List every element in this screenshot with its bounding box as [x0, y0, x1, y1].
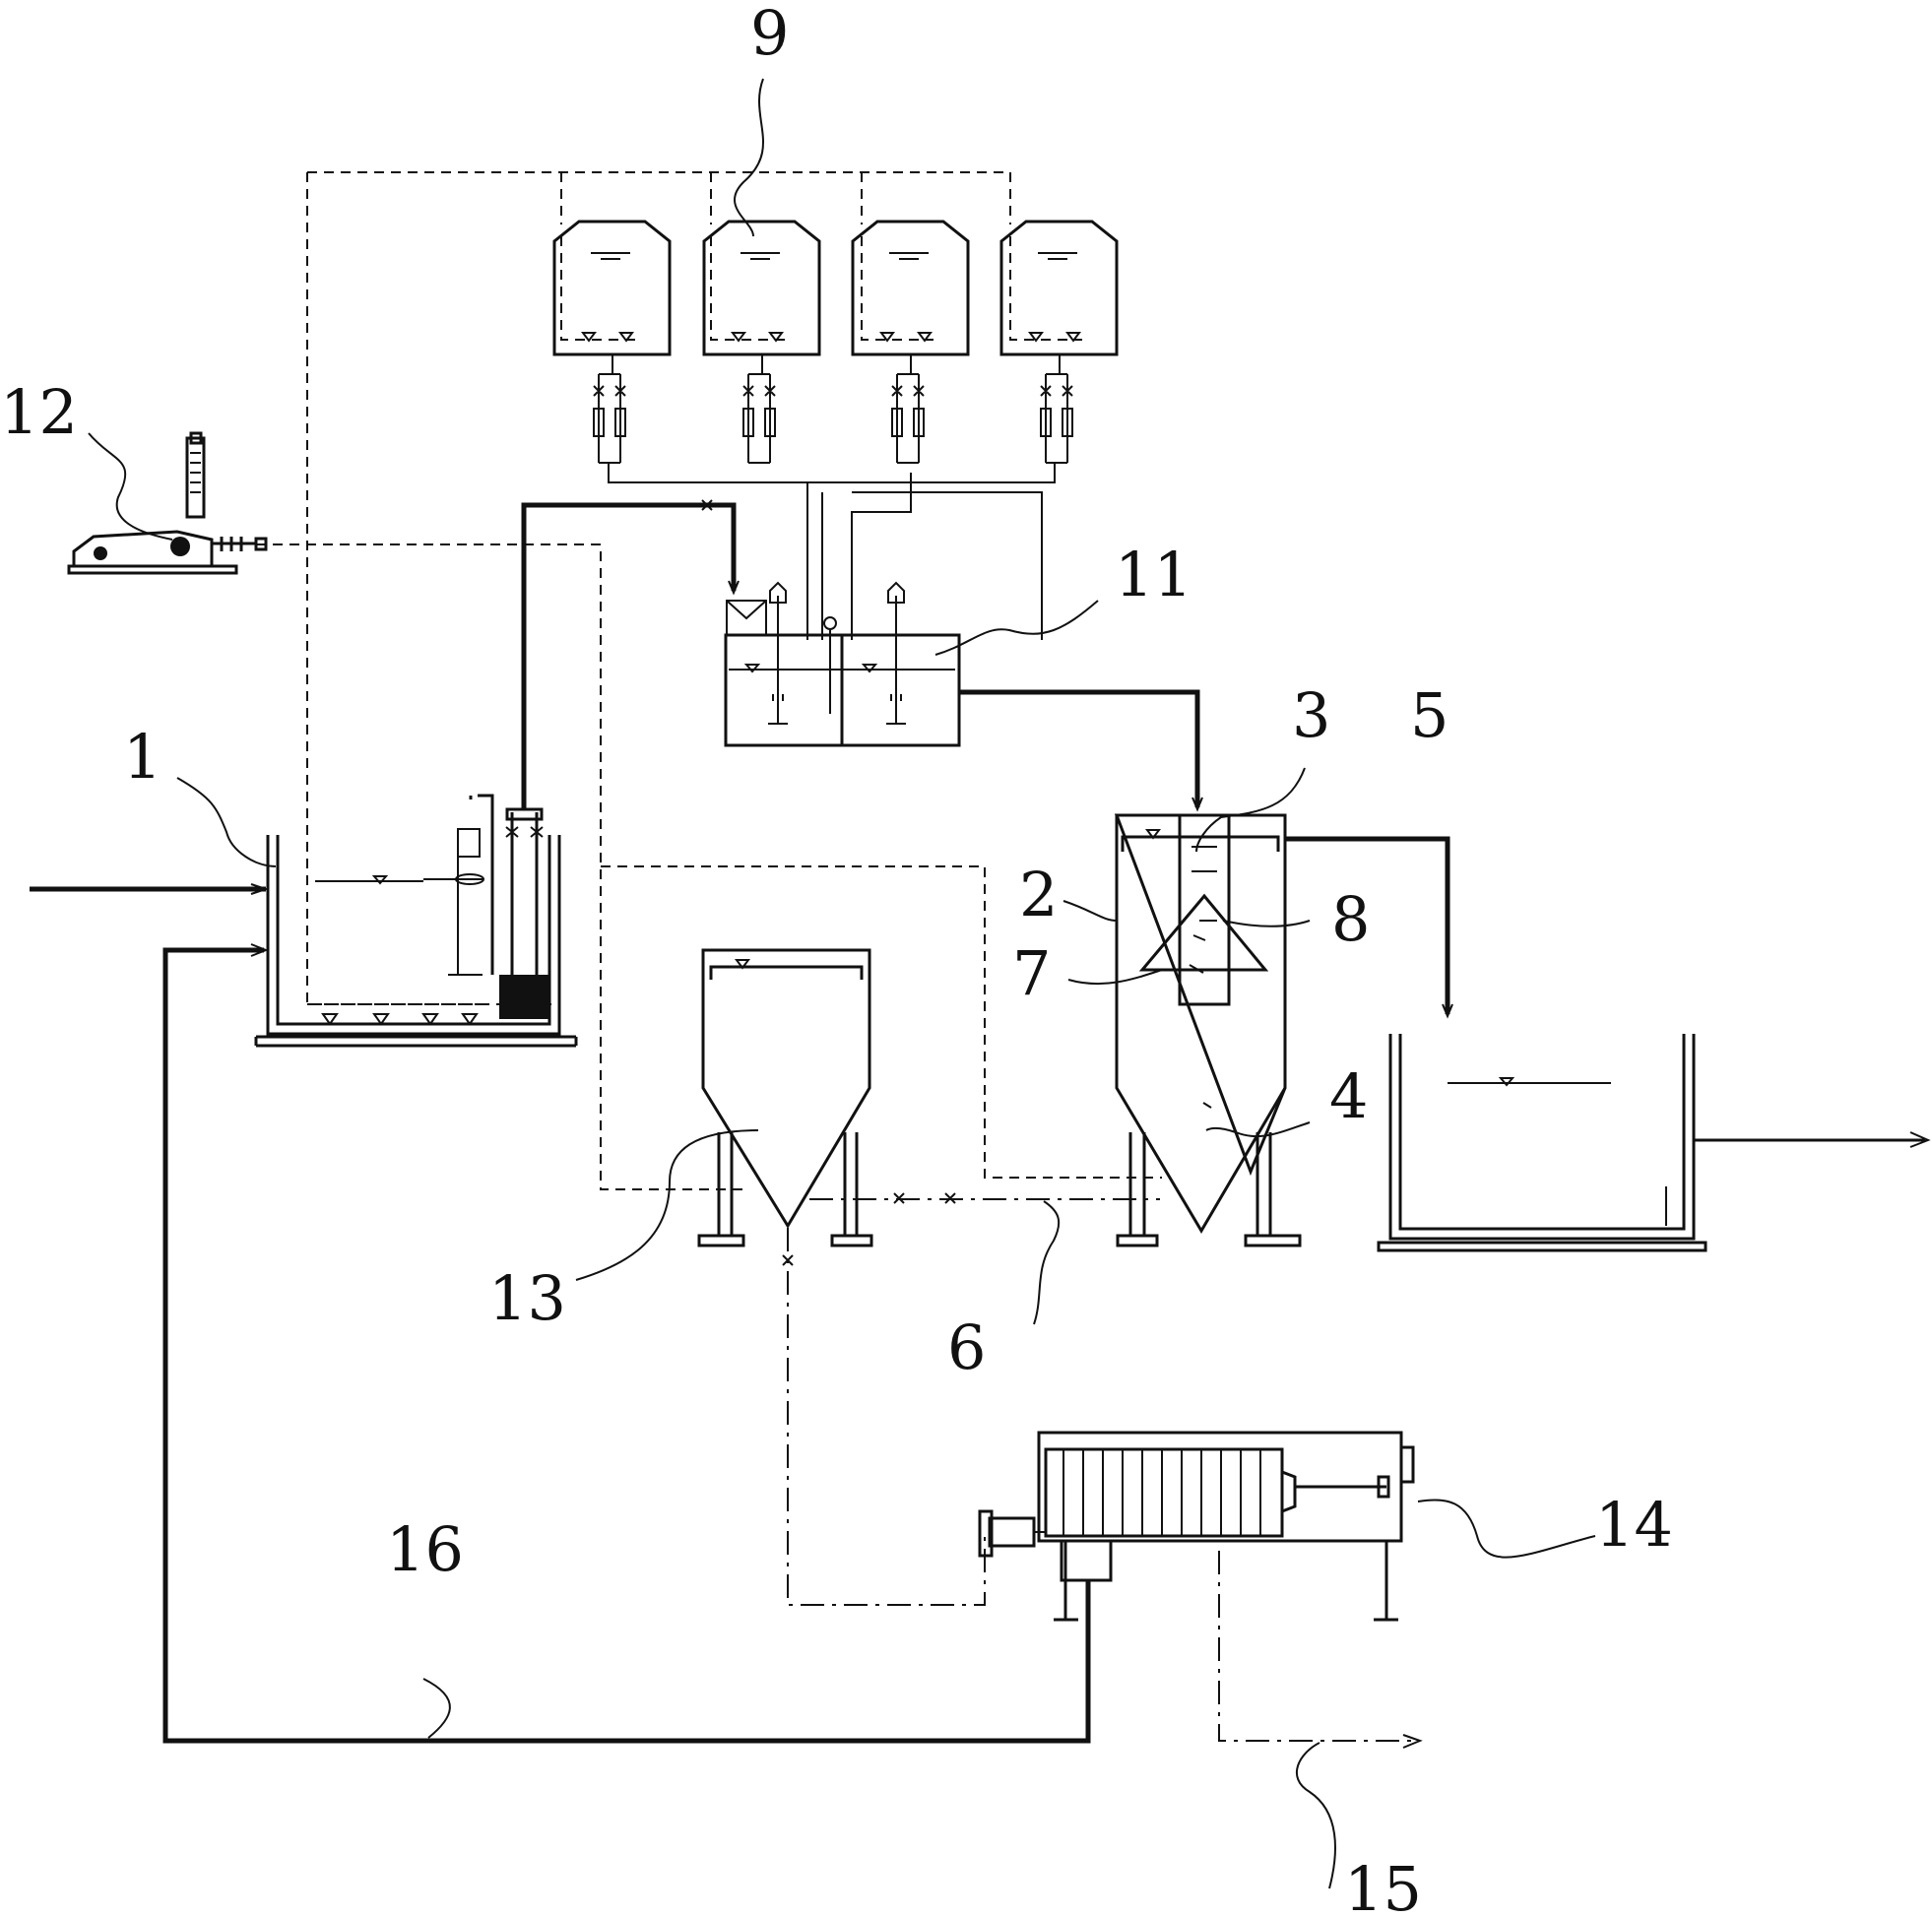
- label-7: 7: [1012, 937, 1051, 1009]
- submersible-pump-2: [524, 975, 548, 1019]
- air-supply-lines: [256, 171, 1162, 1190]
- label-5: 5: [1410, 679, 1449, 751]
- label-11: 11: [1115, 539, 1192, 610]
- chemical-tank-3: [851, 220, 970, 356]
- clarifier: [1114, 813, 1302, 1247]
- label-4: 4: [1329, 1060, 1368, 1132]
- label-3: 3: [1292, 679, 1330, 751]
- label-8: 8: [1331, 883, 1370, 955]
- sludge-pipe: [782, 1192, 1160, 1606]
- label-2: 2: [1019, 859, 1058, 930]
- filtrate-pipe: [1218, 1551, 1418, 1742]
- label-12: 12: [0, 376, 78, 448]
- submersible-pump-1: [499, 975, 524, 1019]
- sludge-thickener: [697, 948, 873, 1247]
- dosing-pumps: [593, 354, 1073, 640]
- chemical-tank-4: [999, 220, 1119, 356]
- filter-press: [978, 1431, 1415, 1622]
- label-1: 1: [123, 721, 161, 793]
- clean-water-tank: [1377, 1034, 1931, 1252]
- chemical-tanks: [552, 220, 1119, 356]
- label-15: 15: [1344, 1853, 1422, 1917]
- chemical-tank-2: [702, 220, 821, 356]
- label-14: 14: [1595, 1489, 1673, 1561]
- chemical-tank-1: [552, 220, 672, 356]
- leader-lines: [88, 78, 1596, 1889]
- dosed-water-pipe: [959, 689, 1200, 807]
- mixing-tank: [724, 581, 961, 747]
- label-13: 13: [488, 1262, 566, 1334]
- return-pipe: [162, 947, 1091, 1744]
- label-9: 9: [750, 0, 789, 69]
- wastewater-pipe: [521, 502, 737, 809]
- air-blower: [67, 431, 268, 575]
- label-6: 6: [947, 1311, 986, 1383]
- equalization-tank: [30, 794, 578, 1048]
- overflow-pipe: [1285, 836, 1450, 1014]
- component-labels: 9 12 11 1 3 5 2 8 7 4 13 6 14 16 15: [0, 0, 1673, 1917]
- label-16: 16: [386, 1513, 464, 1585]
